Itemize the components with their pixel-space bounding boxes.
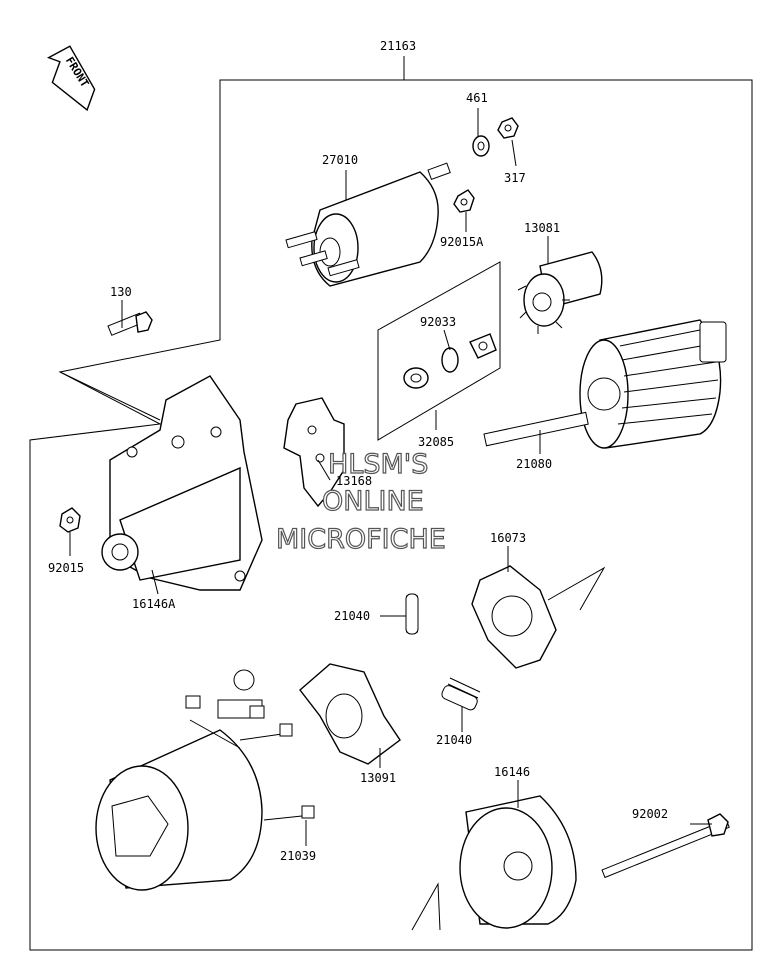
label-21040-b: 21040	[436, 733, 472, 747]
label-13081: 13081	[524, 221, 560, 235]
housing-16146A	[59, 371, 263, 591]
watermark-line-1: HLSM'S	[328, 449, 428, 480]
label-32085: 32085	[418, 435, 454, 449]
label-130: 130	[110, 285, 132, 299]
solenoid-27010	[285, 162, 451, 287]
pinion-gear-13081	[517, 251, 603, 334]
nut-92015	[59, 507, 81, 533]
label-92002: 92002	[632, 807, 668, 821]
label-21163: 21163	[380, 39, 416, 53]
plate-16073	[471, 565, 606, 669]
nut-92015A	[453, 189, 475, 213]
spring-21040-b	[441, 677, 481, 711]
part-labels: 21163 461 317 27010 92015A 13081 130 920…	[48, 39, 668, 863]
nut-317	[497, 117, 519, 139]
label-461: 461	[466, 91, 488, 105]
label-16146A: 16146A	[132, 597, 176, 611]
end-cover-16146	[411, 795, 577, 931]
leader-lines	[69, 108, 712, 846]
label-27010: 27010	[322, 153, 358, 167]
spring-21040-a	[405, 593, 419, 635]
watermark-line-3: MICROFICHE	[276, 524, 446, 555]
label-13091: 13091	[360, 771, 396, 785]
assembly-outline	[29, 56, 753, 951]
bolt-130	[107, 311, 153, 336]
label-21080: 21080	[516, 457, 552, 471]
label-92015A: 92015A	[440, 235, 484, 249]
label-21039: 21039	[280, 849, 316, 863]
watermark-line-2: ONLINE	[322, 486, 424, 517]
label-13168: 13168	[336, 474, 372, 488]
armature-21080	[483, 319, 727, 449]
watermark: HLSM'S ONLINE MICROFICHE	[275, 448, 446, 555]
label-16073: 16073	[490, 531, 526, 545]
washer-461	[472, 135, 490, 157]
label-92033: 92033	[420, 315, 456, 329]
front-arrow-icon: FRONT	[46, 45, 96, 112]
label-16146: 16146	[494, 765, 530, 779]
kit-32085	[377, 261, 501, 441]
label-21040-a: 21040	[334, 609, 370, 623]
through-bolt-92002	[601, 813, 730, 879]
label-317: 317	[504, 171, 526, 185]
brush-holder-13091	[299, 663, 401, 765]
label-92015: 92015	[48, 561, 84, 575]
yoke-21039	[95, 669, 315, 891]
